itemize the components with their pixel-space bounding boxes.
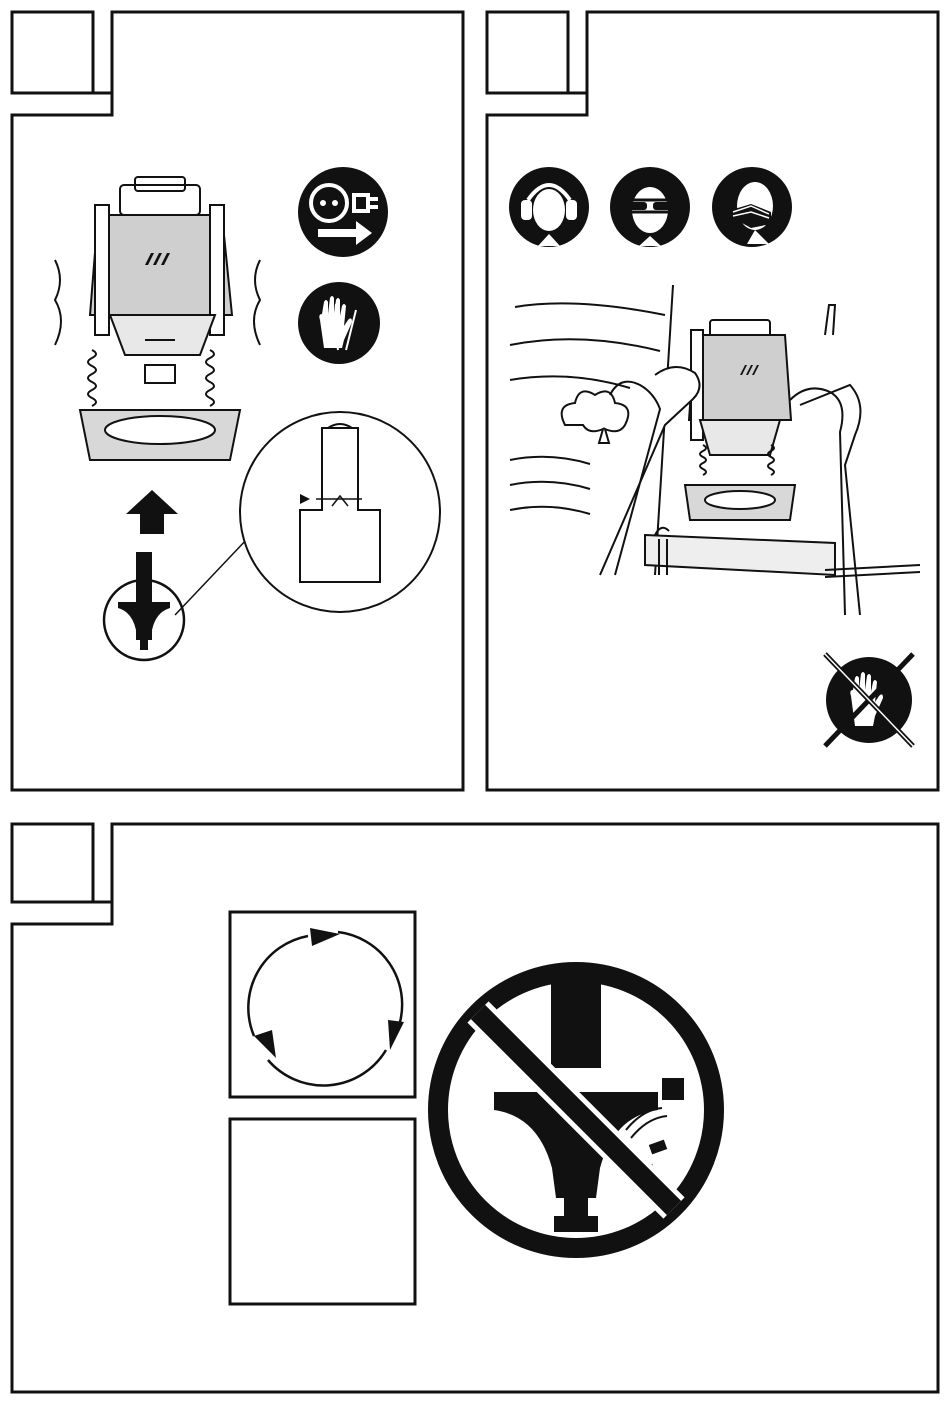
wear-gloves-icon: [296, 280, 382, 366]
panel-2: [475, 0, 950, 800]
empty-box: [228, 1117, 418, 1307]
dust-mask-icon: [711, 166, 793, 248]
panel-3: [0, 812, 950, 1405]
ear-protection-icon: [508, 166, 590, 248]
eye-protection-icon: [609, 166, 691, 248]
feed-direction-icon: [228, 910, 418, 1100]
collet-depth-detail: [170, 410, 450, 630]
no-side-load-on-bit-icon: [426, 960, 726, 1260]
routing-operation-illustration: [505, 285, 925, 615]
unplug-before-servicing-icon: [296, 165, 390, 259]
no-gloves-icon: [821, 650, 917, 750]
panel-1: [0, 0, 475, 800]
